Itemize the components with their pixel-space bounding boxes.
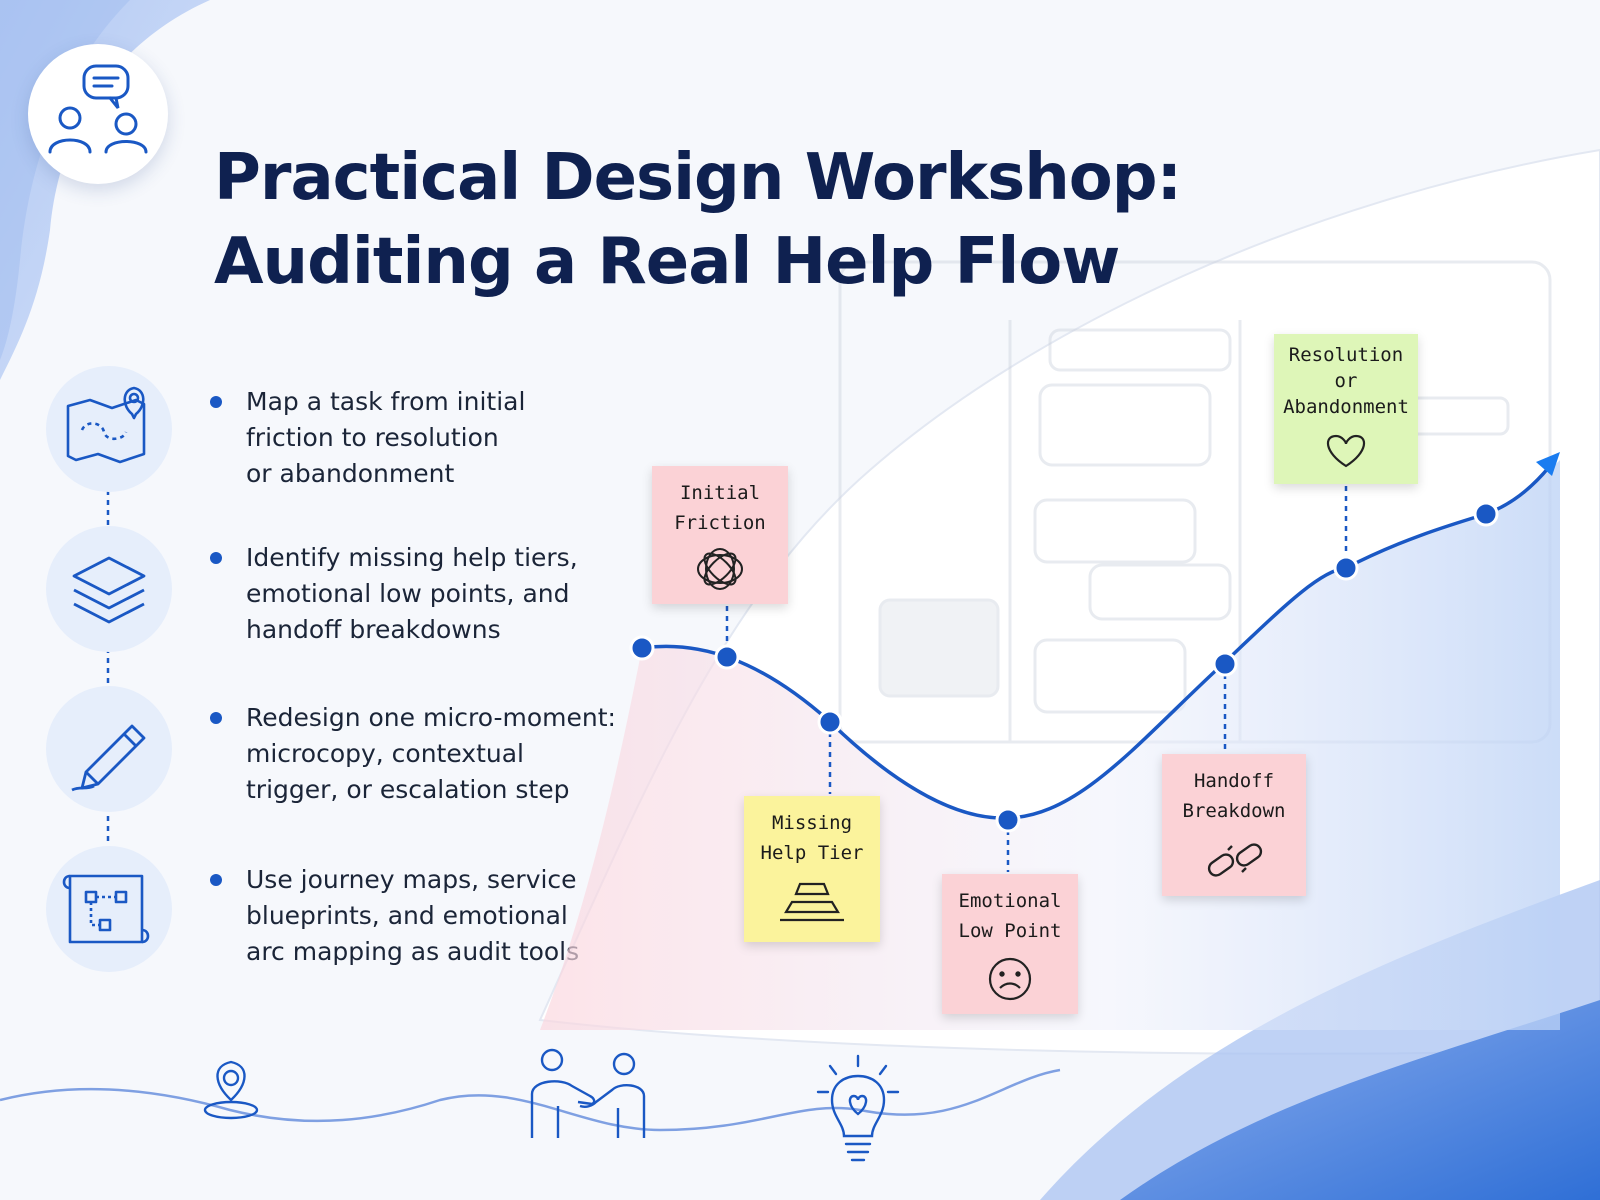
bullet-line: arc mapping as audit tools: [246, 937, 580, 966]
bullet-line: or abandonment: [246, 459, 455, 488]
bullet-item-4: Use journey maps, service blueprints, an…: [210, 862, 590, 970]
title-line-2: Auditing a Real Help Flow: [214, 225, 1120, 299]
bottom-right-wave-dark: [1120, 1000, 1600, 1200]
location-pin-icon: [203, 1060, 259, 1120]
bullet-item-3: Redesign one micro-moment: microcopy, co…: [210, 700, 616, 808]
broken-link-icon: [1207, 843, 1263, 877]
heart-icon: [1326, 434, 1366, 468]
page-title: Practical Design Workshop: Auditing a Re…: [214, 136, 1182, 304]
note-line: Handoff: [1193, 770, 1275, 792]
note-line: Help Tier: [760, 842, 864, 864]
arc-point-handoff: [1212, 651, 1238, 677]
lightbulb-heart-icon: [816, 1054, 900, 1162]
bottom-squiggle: [0, 1068, 1061, 1132]
bullet-line: microcopy, contextual: [246, 739, 525, 768]
note-line: Missing: [771, 812, 853, 834]
icon-circle-layers: [46, 526, 172, 652]
note-line: or: [1334, 370, 1358, 392]
blueprint-icon: [62, 874, 150, 944]
bullet-item-2: Identify missing help tiers, emotional l…: [210, 540, 590, 648]
arc-point-start: [629, 635, 655, 661]
icon-connector: [106, 490, 110, 842]
bullet-dot: [210, 396, 222, 408]
bullet-item-1: Map a task from initial friction to reso…: [210, 384, 590, 492]
bullet-line: blueprints, and emotional: [246, 901, 568, 930]
logo: [28, 44, 168, 184]
icon-circle-pencil: [46, 686, 172, 812]
bullet-line: Redesign one micro-moment:: [246, 703, 616, 732]
bullet-dot: [210, 874, 222, 886]
note-line: Friction: [674, 512, 766, 534]
title-line-1: Practical Design Workshop:: [214, 141, 1182, 215]
sad-face-icon: [988, 957, 1032, 1001]
note-line: Low Point: [958, 920, 1062, 942]
bullet-dot: [210, 552, 222, 564]
arc-point-initial-friction: [714, 644, 740, 670]
bullet-line: handoff breakdowns: [246, 615, 501, 644]
note-line: Breakdown: [1182, 800, 1286, 822]
bullet-line: emotional low points, and: [246, 579, 570, 608]
note-emotional-low-point: Emotional Low Point: [942, 874, 1078, 1014]
note-line: Resolution: [1288, 344, 1404, 366]
chat-people-icon: [48, 64, 148, 154]
pencil-icon: [71, 724, 146, 792]
note-line: Abandonment: [1283, 396, 1409, 418]
wireframe-background: [838, 260, 1552, 744]
arc-point-resolution: [1333, 555, 1359, 581]
map-pin-icon: [66, 386, 146, 464]
note-line: Initial: [679, 482, 761, 504]
note-line: Emotional: [958, 890, 1062, 912]
arc-arrowhead: [1536, 452, 1560, 476]
note-missing-help-tier: Missing Help Tier: [744, 796, 880, 942]
tangle-icon: [697, 548, 743, 590]
bullet-line: Use journey maps, service: [246, 865, 577, 894]
arc-point-emotional-low: [995, 807, 1021, 833]
note-handoff-breakdown: Handoff Breakdown: [1162, 754, 1306, 896]
icon-circle-map: [46, 366, 172, 492]
pyramid-icon: [780, 882, 844, 922]
icon-circle-blueprint: [46, 846, 172, 972]
bullet-line: friction to resolution: [246, 423, 499, 452]
note-initial-friction: Initial Friction: [652, 466, 788, 604]
bullet-dot: [210, 712, 222, 724]
bullet-line: Identify missing help tiers,: [246, 543, 578, 572]
note-resolution-abandonment: Resolution or Abandonment: [1274, 334, 1418, 484]
bullet-line: Map a task from initial: [246, 387, 526, 416]
handshake-icon: [530, 1048, 646, 1138]
bullet-line: trigger, or escalation step: [246, 775, 570, 804]
arc-point-missing-help: [817, 709, 843, 735]
arc-point-end: [1473, 501, 1499, 527]
layers-icon: [72, 556, 146, 624]
